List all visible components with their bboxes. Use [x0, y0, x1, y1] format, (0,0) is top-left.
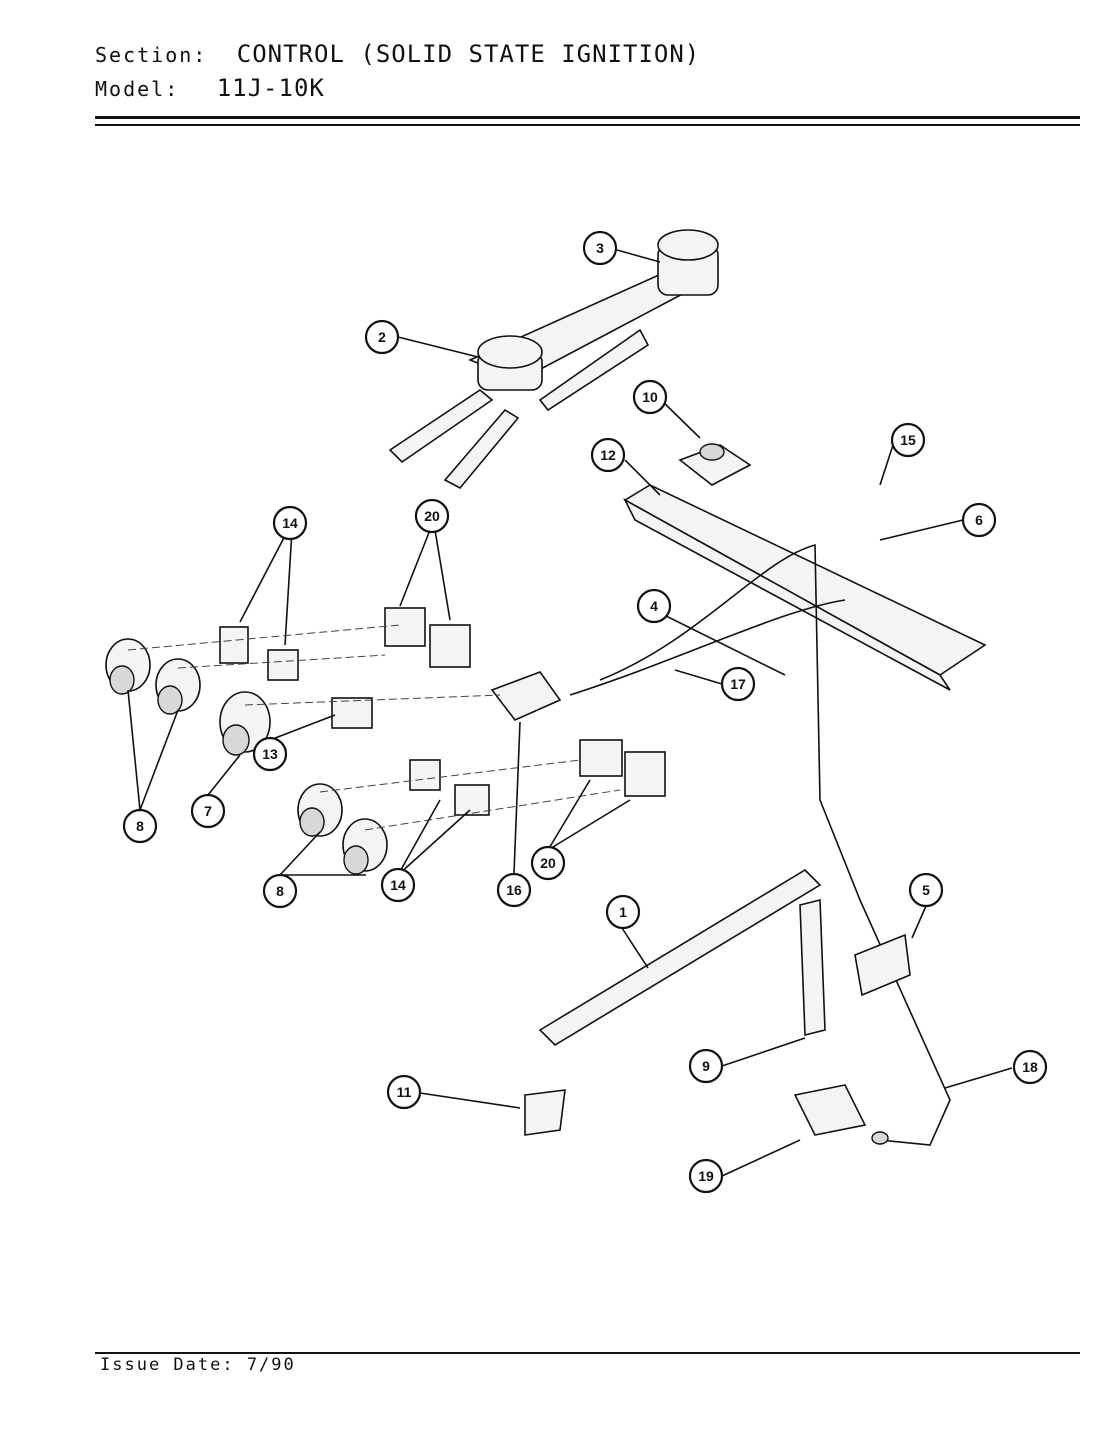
knob-group: [105, 638, 388, 875]
svg-text:11: 11: [397, 1084, 412, 1100]
svg-text:17: 17: [730, 676, 746, 692]
model-label: Model:: [95, 77, 180, 101]
svg-text:16: 16: [506, 882, 522, 898]
svg-text:5: 5: [922, 882, 930, 898]
section-value: CONTROL (SOLID STATE IGNITION): [236, 40, 701, 68]
callout-19: 19: [688, 1158, 724, 1194]
model-heading: Model: 11J-10K: [95, 74, 325, 102]
issue-date: Issue Date: 7/90: [100, 1355, 296, 1375]
callout-10: 10: [632, 379, 668, 415]
callout-13: 13: [252, 736, 288, 772]
section-label: Section:: [95, 43, 208, 67]
svg-text:7: 7: [204, 803, 212, 819]
svg-text:8: 8: [136, 818, 144, 834]
svg-text:19: 19: [698, 1168, 714, 1184]
switch-group: [219, 626, 490, 816]
callout-20b: 20: [530, 845, 566, 881]
svg-text:6: 6: [975, 512, 983, 528]
callout-8a: 8: [122, 808, 158, 844]
tube-17: [599, 543, 951, 1146]
svg-text:8: 8: [276, 883, 284, 899]
callout-8b: 8: [262, 873, 298, 909]
svg-text:12: 12: [600, 447, 616, 463]
callout-17: 17: [720, 666, 756, 702]
callout-11: 11: [386, 1074, 422, 1110]
svg-text:1: 1: [619, 904, 627, 920]
section-heading: Section: CONTROL (SOLID STATE IGNITION): [95, 40, 700, 68]
spark-module: [490, 671, 562, 721]
callout-18: 18: [1012, 1049, 1048, 1085]
callout-12: 12: [590, 437, 626, 473]
lower-burner: [524, 868, 911, 1145]
svg-text:14: 14: [390, 877, 406, 893]
manifold-bracket: [623, 443, 987, 691]
header-rule-thick: [95, 116, 1080, 119]
svg-text:15: 15: [900, 432, 916, 448]
callout-4: 4: [636, 588, 672, 624]
callout-5: 5: [908, 872, 944, 908]
svg-text:18: 18: [1022, 1059, 1038, 1075]
svg-text:20: 20: [424, 508, 440, 524]
callout-14a: 14: [272, 505, 308, 541]
callout-3: 3: [582, 230, 618, 266]
valve-group-upper: [384, 607, 666, 797]
header-rule-thin: [95, 124, 1080, 126]
callout-9: 9: [688, 1048, 724, 1084]
svg-text:9: 9: [702, 1058, 710, 1074]
connector-13: [331, 697, 373, 729]
callout-2: 2: [364, 319, 400, 355]
tube-17b: [569, 599, 846, 696]
callout-6: 6: [961, 502, 997, 538]
svg-text:4: 4: [650, 598, 658, 614]
callout-16: 16: [496, 872, 532, 908]
svg-text:14: 14: [282, 515, 298, 531]
svg-text:13: 13: [262, 746, 278, 762]
callout-20a: 20: [414, 498, 450, 534]
svg-text:2: 2: [378, 329, 386, 345]
svg-text:20: 20: [540, 855, 556, 871]
footer-rule: [95, 1352, 1080, 1354]
callout-7: 7: [190, 793, 226, 829]
model-value: 11J-10K: [216, 74, 325, 102]
leader-lines: [127, 249, 1013, 1177]
assembly-lines: [127, 624, 621, 831]
burner-assembly: [388, 229, 719, 490]
svg-text:10: 10: [642, 389, 658, 405]
svg-text:3: 3: [596, 240, 604, 256]
callout-14b: 14: [380, 867, 416, 903]
callout-1: 1: [605, 894, 641, 930]
callout-15: 15: [890, 422, 926, 458]
